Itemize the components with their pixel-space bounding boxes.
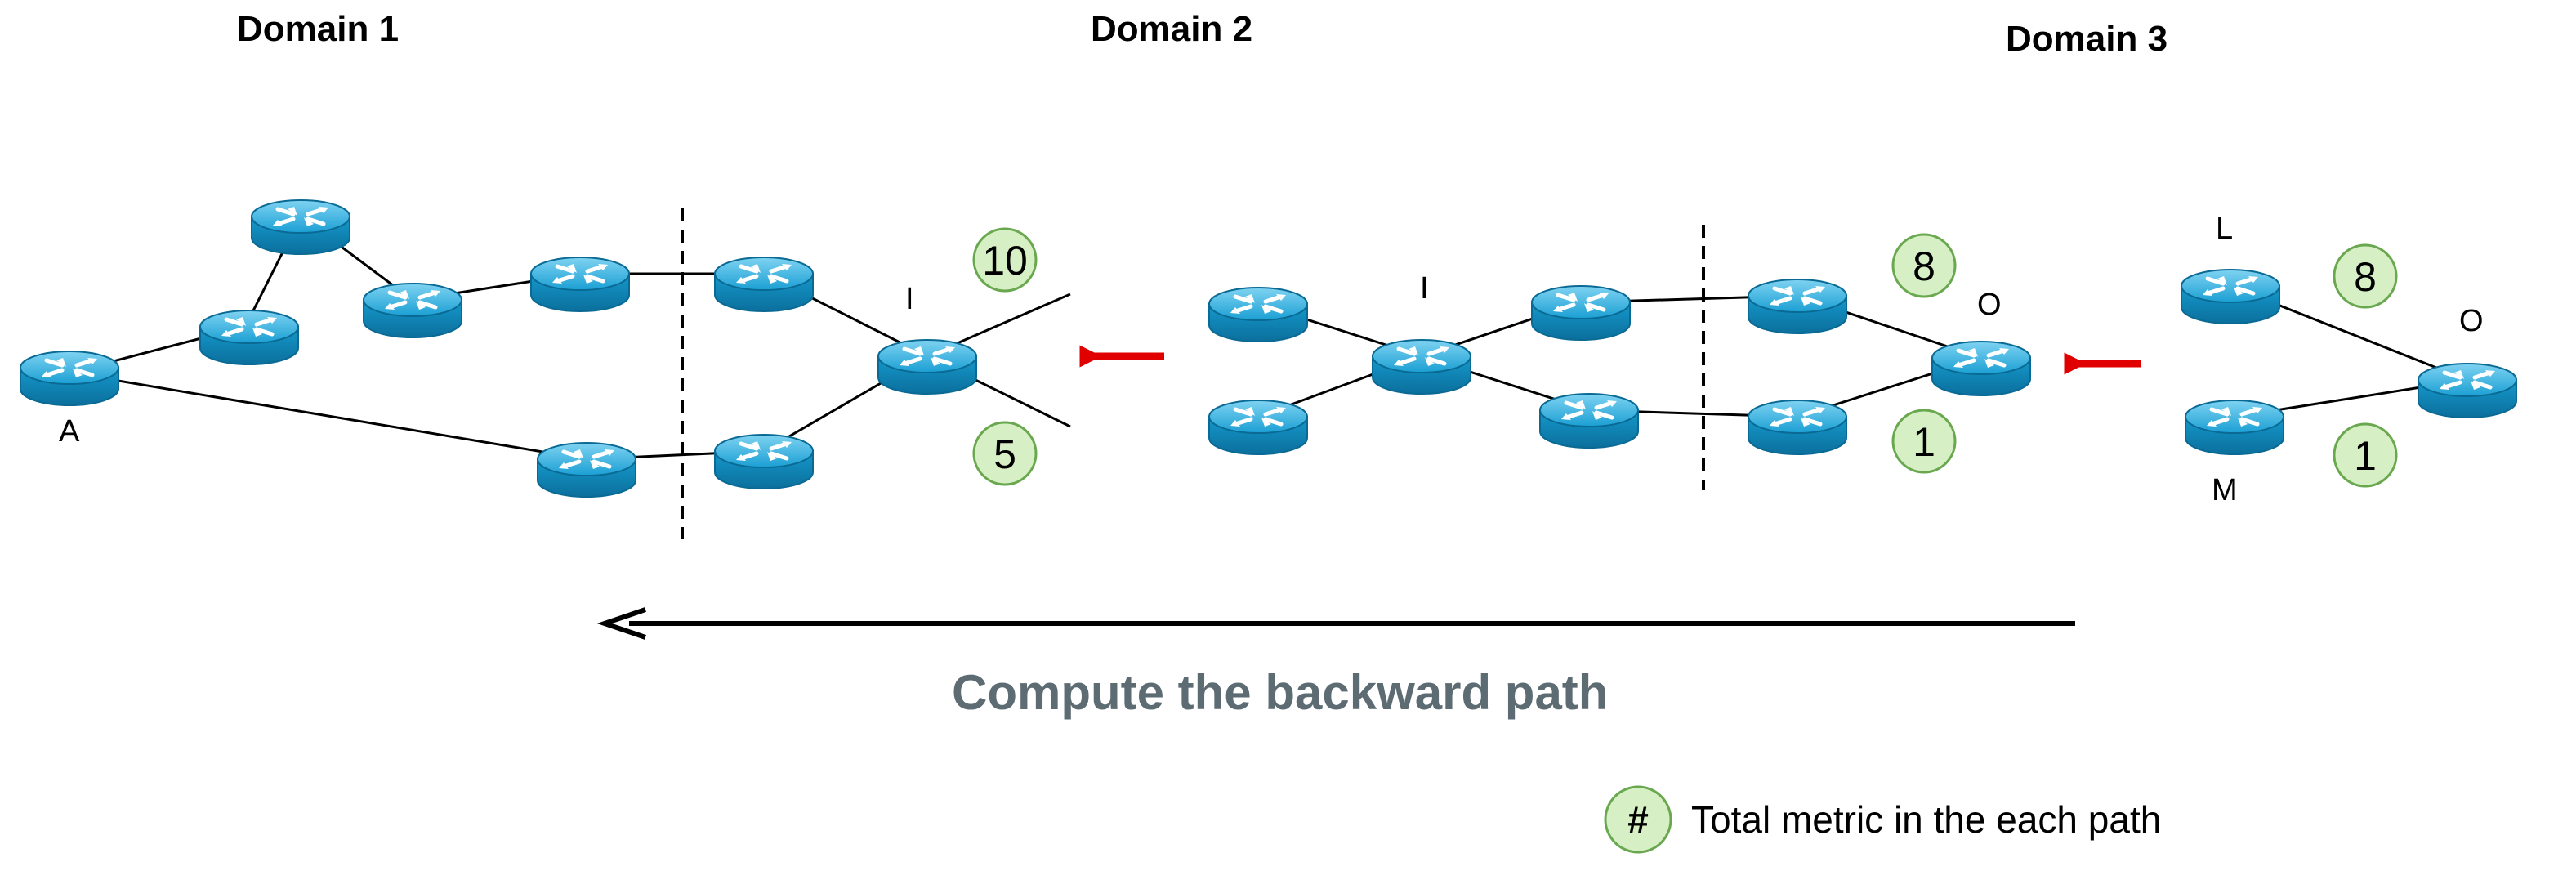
node-label-o: O xyxy=(1977,288,2002,322)
node-label-o: O xyxy=(2459,304,2484,338)
router xyxy=(531,257,629,311)
node-label-i: I xyxy=(905,282,914,316)
router-i xyxy=(878,340,976,394)
metric-badge: 1 xyxy=(1891,409,1957,474)
domain-2-title: Domain 2 xyxy=(1091,9,1252,49)
metric-badge: 5 xyxy=(972,421,1038,486)
router xyxy=(715,435,813,489)
router xyxy=(1209,288,1307,342)
router xyxy=(1532,286,1630,340)
metric-value: 8 xyxy=(1913,243,1935,289)
metric-value: 1 xyxy=(2354,433,2377,479)
router-m xyxy=(2185,400,2284,454)
metric-value: 8 xyxy=(2354,254,2377,300)
metric-badge: 10 xyxy=(972,227,1038,293)
router-l xyxy=(2181,270,2279,324)
router xyxy=(1540,394,1638,448)
router xyxy=(538,443,636,497)
legend-symbol: # xyxy=(1627,798,1649,841)
node-label-i: I xyxy=(1420,271,1429,306)
router xyxy=(252,200,350,254)
domain-3-title: Domain 3 xyxy=(2006,19,2168,59)
legend-text: Total metric in the each path xyxy=(1691,798,2161,841)
node-label-l: L xyxy=(2216,212,2233,246)
domain-1-title: Domain 1 xyxy=(237,9,399,49)
metric-value: 5 xyxy=(993,431,1016,477)
router xyxy=(1748,279,1846,333)
node-label-m: M xyxy=(2212,473,2238,507)
metric-badge: 8 xyxy=(2333,243,2398,309)
router xyxy=(1209,400,1307,454)
router-o xyxy=(2418,364,2516,418)
router-o xyxy=(1932,342,2030,395)
legend: # Total metric in the each path xyxy=(1604,785,2161,854)
legend-metric-badge xyxy=(1604,785,1672,854)
router-i xyxy=(1373,340,1471,394)
metric-value: 1 xyxy=(1913,419,1935,465)
metric-badge: 1 xyxy=(2333,422,2398,488)
router-a xyxy=(20,351,118,405)
router xyxy=(200,310,298,364)
node-label-a: A xyxy=(59,414,80,449)
router xyxy=(364,284,462,337)
metric-value: 10 xyxy=(982,238,1028,284)
backward-path-arrow xyxy=(596,607,2075,640)
backward-path-caption: Compute the backward path xyxy=(952,665,1608,720)
router xyxy=(715,257,813,311)
router xyxy=(1748,400,1846,454)
metric-badge: 8 xyxy=(1891,233,1957,298)
